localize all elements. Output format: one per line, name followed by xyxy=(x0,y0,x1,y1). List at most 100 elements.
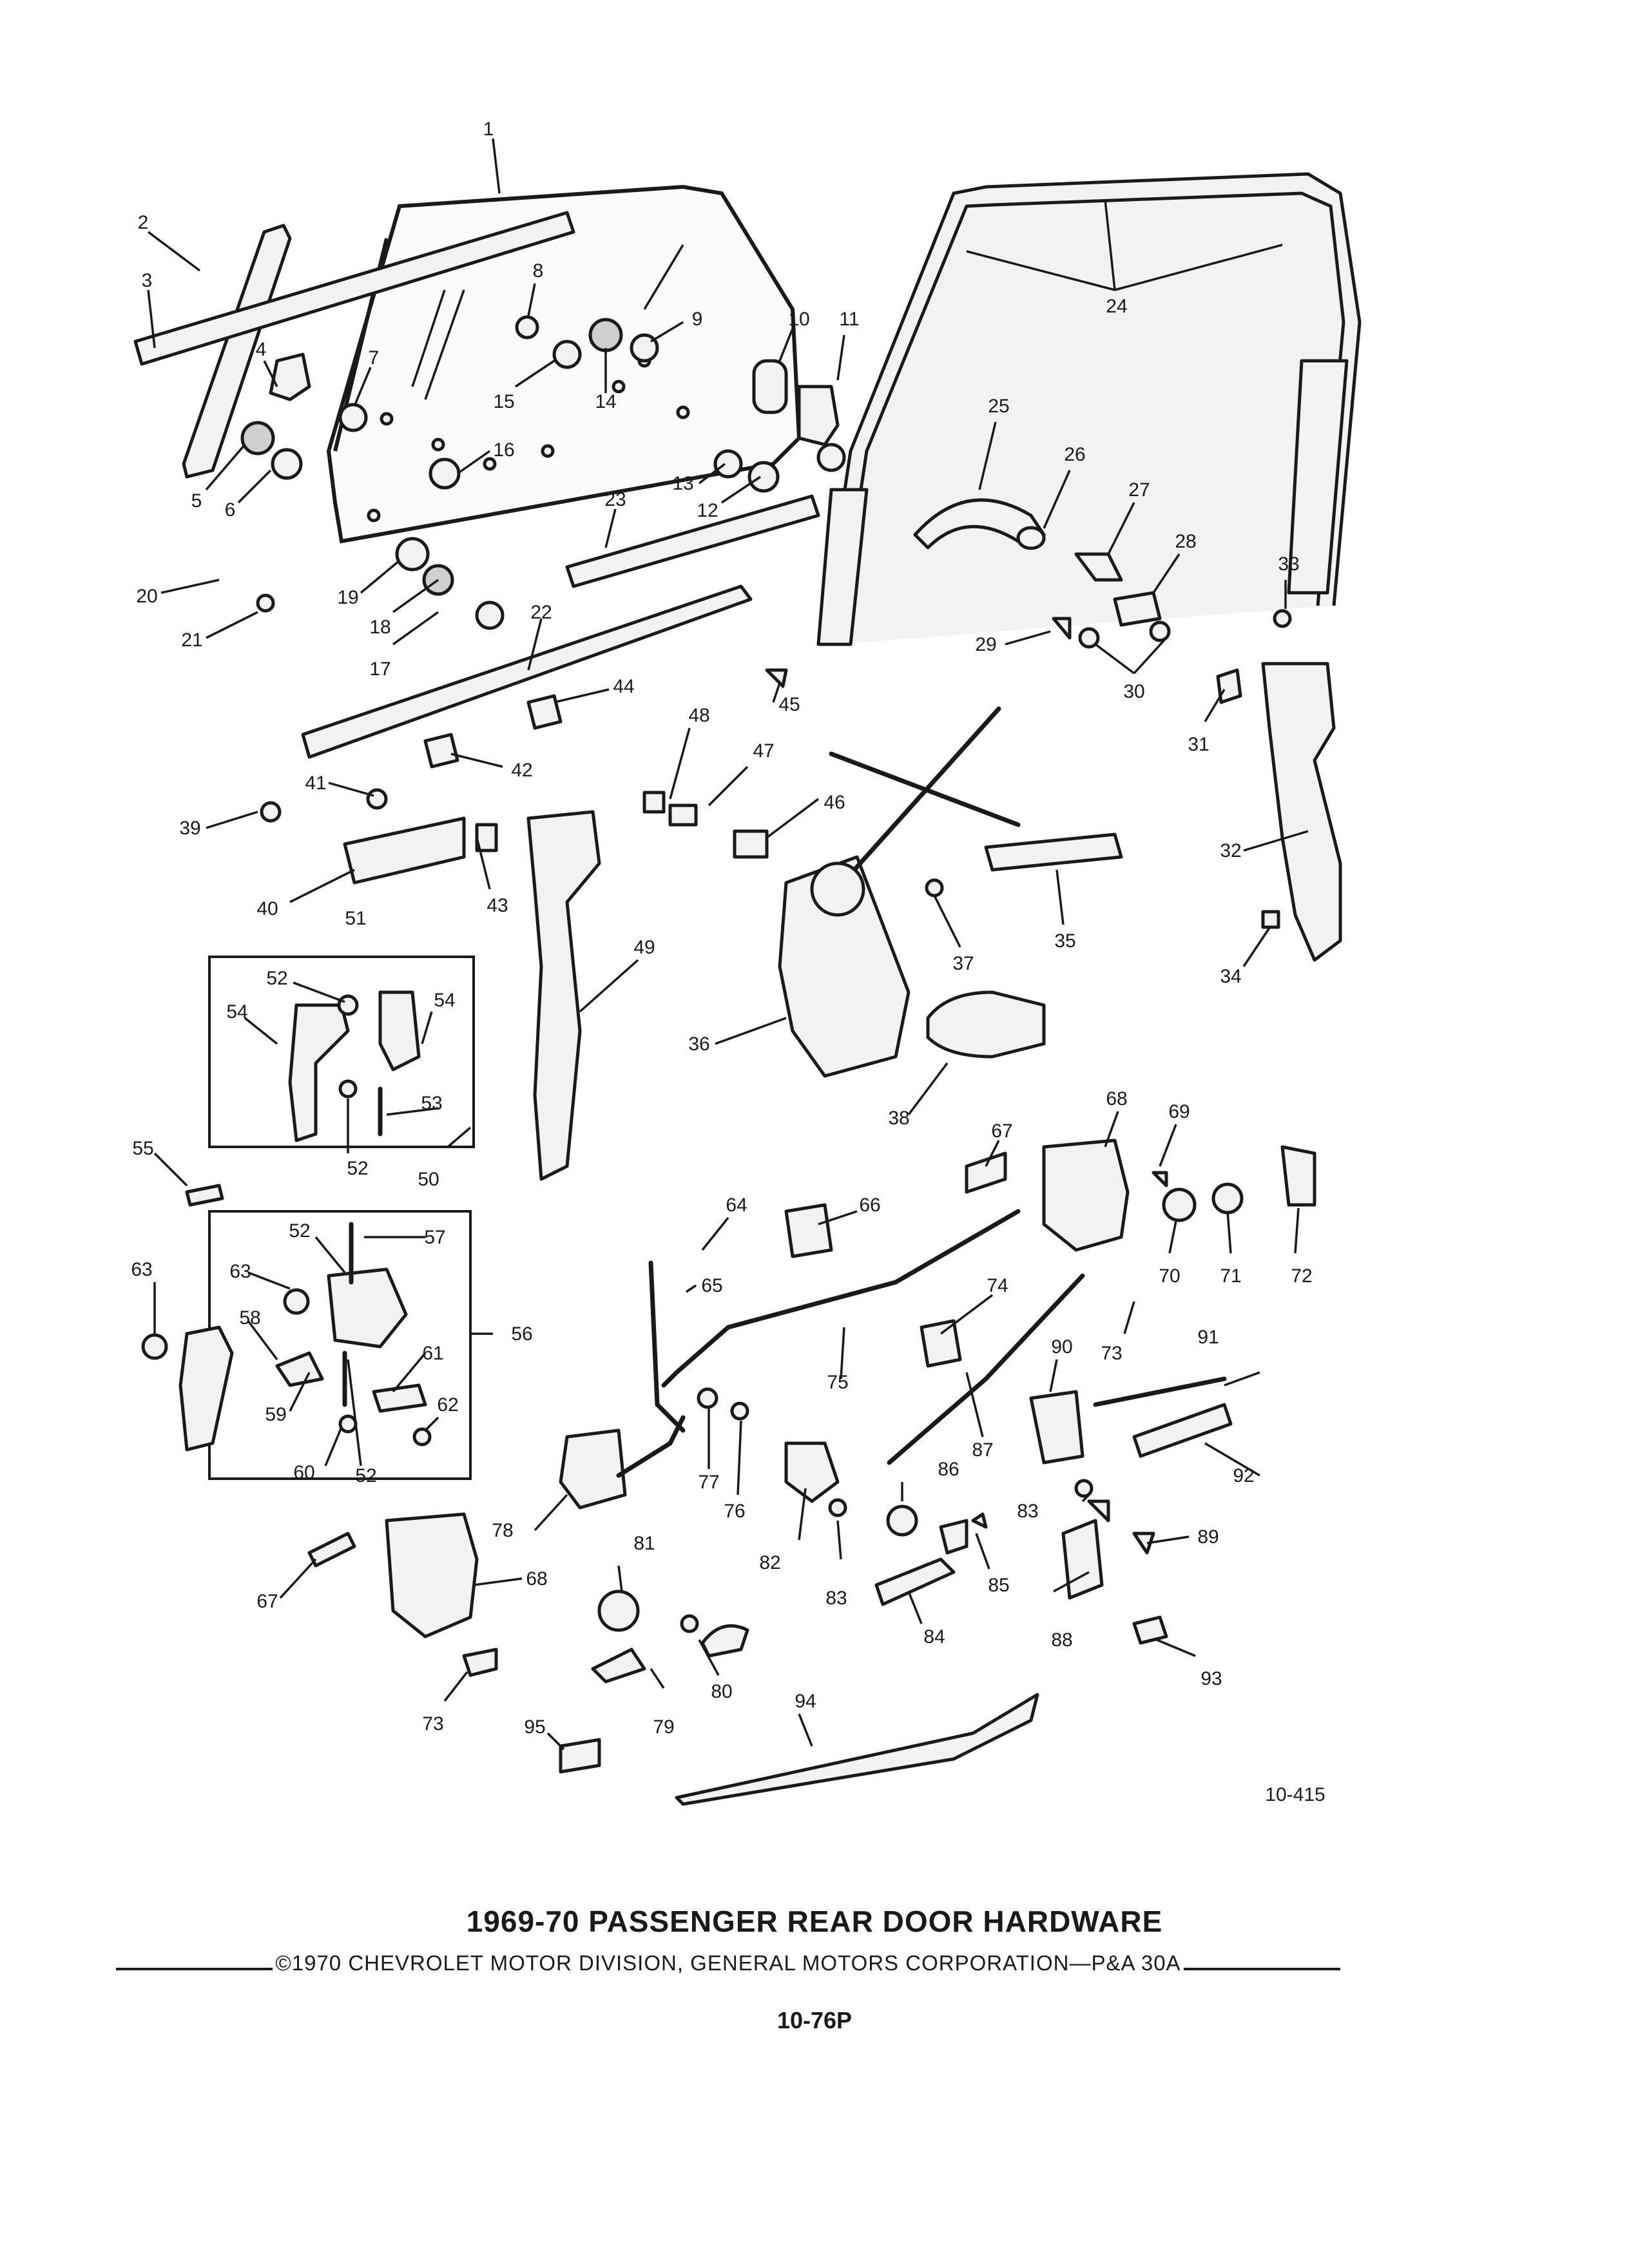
callout-51: 51 xyxy=(345,908,366,929)
callout-92: 92 xyxy=(1233,1465,1254,1486)
lower-lock-parts xyxy=(559,1376,1233,1645)
callout-23: 23 xyxy=(604,489,626,510)
callout-84: 84 xyxy=(923,1626,945,1648)
callout-18: 18 xyxy=(369,617,390,638)
callout-27: 27 xyxy=(1128,479,1150,501)
rear-run-channel xyxy=(1216,609,1342,962)
callout-73: 73 xyxy=(1101,1343,1122,1364)
callout-14: 14 xyxy=(595,391,616,412)
right-rule xyxy=(1183,1968,1340,1970)
callout-69: 69 xyxy=(1168,1101,1190,1122)
callout-93: 93 xyxy=(1200,1668,1222,1689)
callout-21: 21 xyxy=(181,629,202,651)
callout-61: 61 xyxy=(422,1343,443,1364)
callout-25: 25 xyxy=(988,396,1009,417)
callout-83-b: 83 xyxy=(1017,1501,1038,1522)
callout-67: 67 xyxy=(991,1120,1012,1142)
callout-41: 41 xyxy=(305,773,326,794)
figure-reference: 10-415 xyxy=(1265,1784,1325,1805)
callout-44: 44 xyxy=(613,676,634,697)
callout-13: 13 xyxy=(672,473,693,494)
glass-run-channel xyxy=(133,211,575,479)
callout-48: 48 xyxy=(688,705,709,726)
callout-4: 4 xyxy=(256,339,267,360)
lower-sealing-strip xyxy=(675,1693,1039,1806)
callout-10: 10 xyxy=(788,309,809,330)
callout-58: 58 xyxy=(239,1307,260,1329)
callout-33: 33 xyxy=(1278,553,1299,575)
callout-35: 35 xyxy=(1054,930,1075,952)
leader-lines xyxy=(147,138,1309,1751)
callout-43: 43 xyxy=(487,895,508,916)
callout-32: 32 xyxy=(1220,840,1241,861)
callout-86: 86 xyxy=(938,1459,959,1480)
callout-24: 24 xyxy=(1106,296,1127,317)
callout-17: 17 xyxy=(369,658,390,680)
callout-54-b: 54 xyxy=(434,990,455,1011)
copyright-text: ©1970 CHEVROLET MOTOR DIVISION, GENERAL … xyxy=(275,1951,1181,1975)
callout-55: 55 xyxy=(132,1138,153,1159)
door-lock-lower xyxy=(307,1512,749,1774)
door-lock-upper xyxy=(965,1139,1316,1252)
upper-sash-bracket xyxy=(752,359,846,472)
callout-1: 1 xyxy=(483,119,494,140)
callout-38: 38 xyxy=(888,1108,909,1129)
callout-91: 91 xyxy=(1197,1327,1219,1348)
callout-62: 62 xyxy=(437,1394,458,1416)
upper-hinge-box xyxy=(208,956,475,1148)
callout-49: 49 xyxy=(633,937,655,958)
page-number: 10-76P xyxy=(776,2007,853,2033)
callout-12: 12 xyxy=(697,500,718,521)
window-regulator xyxy=(778,706,1123,1078)
callout-65: 65 xyxy=(701,1275,722,1296)
lock-rods xyxy=(648,1203,1085,1465)
callout-56: 56 xyxy=(511,1323,532,1345)
callout-45: 45 xyxy=(778,694,800,715)
callout-31: 31 xyxy=(1188,734,1209,755)
callout-78: 78 xyxy=(492,1520,513,1541)
callout-95: 95 xyxy=(524,1716,545,1738)
callout-88: 88 xyxy=(1051,1629,1072,1651)
callout-5: 5 xyxy=(191,490,202,512)
left-rule xyxy=(116,1968,273,1970)
callout-15: 15 xyxy=(493,391,514,412)
callout-82: 82 xyxy=(759,1552,780,1573)
callout-39: 39 xyxy=(179,818,200,839)
callout-72: 72 xyxy=(1291,1265,1312,1287)
callout-52-b: 52 xyxy=(347,1158,368,1179)
callout-87: 87 xyxy=(972,1439,993,1461)
callout-3: 3 xyxy=(142,270,153,291)
callout-57: 57 xyxy=(424,1227,445,1248)
callout-66: 66 xyxy=(859,1195,880,1216)
callout-60: 60 xyxy=(293,1462,314,1483)
callout-64: 64 xyxy=(726,1195,747,1216)
callout-42: 42 xyxy=(511,760,532,781)
callout-16: 16 xyxy=(493,439,514,461)
callout-19: 19 xyxy=(337,587,358,608)
callout-68: 68 xyxy=(1106,1088,1127,1110)
division-channel xyxy=(526,810,601,1181)
callout-29: 29 xyxy=(975,634,996,655)
callout-36: 36 xyxy=(688,1033,709,1055)
lower-sash-channel xyxy=(301,494,820,759)
callout-8: 8 xyxy=(533,260,544,282)
callout-46: 46 xyxy=(824,792,845,813)
lower-hinge-box xyxy=(141,1184,472,1480)
callout-6: 6 xyxy=(225,499,236,521)
callout-30: 30 xyxy=(1123,681,1144,702)
callout-85: 85 xyxy=(988,1575,1009,1596)
callout-59: 59 xyxy=(265,1404,286,1425)
callout-81: 81 xyxy=(633,1533,655,1554)
callout-63: 63 xyxy=(131,1259,152,1280)
callout-89: 89 xyxy=(1197,1526,1219,1548)
callout-63-b: 63 xyxy=(229,1261,251,1282)
callout-67-b: 67 xyxy=(256,1591,278,1612)
callout-2: 2 xyxy=(138,212,149,233)
callout-79: 79 xyxy=(653,1716,674,1738)
callout-54: 54 xyxy=(226,1001,247,1023)
callout-94: 94 xyxy=(795,1691,816,1712)
callout-7: 7 xyxy=(369,347,380,369)
copyright-line: ©1970 CHEVROLET MOTOR DIVISION, GENERAL … xyxy=(116,1951,1340,1975)
callout-34: 34 xyxy=(1220,966,1241,987)
